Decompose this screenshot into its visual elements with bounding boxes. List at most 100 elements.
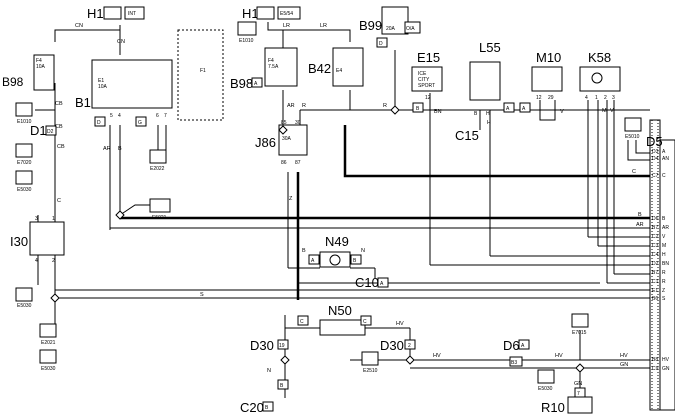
svg-text:N: N <box>267 368 271 374</box>
d30-left-component: D30 19 B <box>250 338 289 390</box>
svg-text:4: 4 <box>585 95 588 101</box>
svg-text:B: B <box>416 106 420 112</box>
b42-component: B42 E4 <box>308 47 364 87</box>
svg-text:HV: HV <box>662 357 670 363</box>
svg-text:M: M <box>602 108 607 114</box>
svg-text:LR: LR <box>283 23 290 29</box>
d5-component: E5010 D5 <box>624 117 663 149</box>
svg-text:CB: CB <box>55 124 63 130</box>
svg-text:C20: C20 <box>240 400 264 415</box>
svg-text:BN: BN <box>662 261 669 267</box>
svg-text:E4: E4 <box>336 68 342 74</box>
svg-text:19: 19 <box>279 343 285 349</box>
b98-mid-component: B98 A F4 7.5A <box>230 47 298 91</box>
n49-component: N49 A B <box>308 234 362 268</box>
svg-text:CN: CN <box>75 23 83 29</box>
e5030-c-component: E5030 <box>39 349 57 372</box>
svg-text:V: V <box>560 109 564 115</box>
svg-text:AN: AN <box>662 156 669 162</box>
svg-text:D6: D6 <box>652 216 659 222</box>
svg-text:C7: C7 <box>652 173 659 179</box>
svg-text:M: M <box>662 243 666 249</box>
svg-text:D4: D4 <box>652 156 659 162</box>
svg-text:INT: INT <box>128 11 136 17</box>
svg-text:B: B <box>302 248 306 254</box>
svg-text:SPORT: SPORT <box>418 83 435 89</box>
c10-component: C10 A <box>355 275 389 290</box>
svg-text:12: 12 <box>425 95 431 101</box>
svg-text:B8: B8 <box>652 357 658 363</box>
svg-text:J86: J86 <box>255 135 276 150</box>
svg-text:30A: 30A <box>282 136 292 142</box>
svg-text:A: A <box>506 106 510 112</box>
svg-text:E7015: E7015 <box>572 330 587 336</box>
svg-text:D: D <box>379 41 383 47</box>
svg-text:C2: C2 <box>652 234 659 240</box>
svg-text:GN: GN <box>662 366 670 372</box>
svg-text:R: R <box>662 279 666 285</box>
svg-text:HV: HV <box>396 321 404 327</box>
svg-text:B7: B7 <box>652 270 658 276</box>
svg-text:C3: C3 <box>652 243 659 249</box>
k58-component: K58 4 1 2 3 M V <box>579 50 621 114</box>
e5030-a-component: E5030 <box>15 170 33 193</box>
b1-component: B1 E1 10A D 5 4 G 6 7 F1 <box>75 29 224 127</box>
svg-text:2: 2 <box>52 258 55 264</box>
svg-text:B98: B98 <box>2 75 24 89</box>
svg-text:N49: N49 <box>325 234 349 249</box>
svg-text:HV: HV <box>555 353 563 359</box>
e15-component: E15 ICE CITY SPORT 12 B BN <box>411 50 443 115</box>
svg-text:A: A <box>254 81 258 87</box>
svg-text:M10: M10 <box>536 50 561 65</box>
svg-text:A: A <box>380 281 384 287</box>
svg-text:6: 6 <box>156 113 159 119</box>
svg-text:D1: D1 <box>30 123 47 138</box>
svg-text:Z: Z <box>662 288 665 294</box>
d1-component: D1 D2 <box>30 123 57 138</box>
svg-text:H1: H1 <box>87 6 104 21</box>
svg-text:2: 2 <box>408 343 411 349</box>
svg-text:E1010: E1010 <box>239 38 254 44</box>
svg-text:N50: N50 <box>328 303 352 318</box>
bus-row-b5: B8 HV <box>652 357 670 363</box>
svg-text:B3: B3 <box>511 360 517 366</box>
svg-text:7: 7 <box>577 391 580 397</box>
e2021-component: E2021 <box>39 323 57 346</box>
svg-text:B42: B42 <box>308 61 331 76</box>
h1-e5-component: H1 E5/54 <box>242 6 301 21</box>
svg-text:E7020: E7020 <box>17 160 32 166</box>
svg-text:20A: 20A <box>386 26 396 32</box>
e2510-component: E2510 <box>361 351 379 374</box>
h1-int-component: H1 INT <box>87 6 145 21</box>
svg-text:C9: C9 <box>652 366 659 372</box>
svg-text:F1: F1 <box>200 68 206 74</box>
svg-text:A: A <box>311 258 315 264</box>
svg-text:CB: CB <box>57 144 65 150</box>
svg-text:D2: D2 <box>47 129 54 135</box>
e7020-component: E7020 <box>15 143 33 166</box>
i30-component: I30 3 1 4 2 <box>10 216 65 264</box>
svg-text:1: 1 <box>595 95 598 101</box>
svg-text:G: G <box>138 120 142 126</box>
svg-text:E5021: E5021 <box>152 215 167 221</box>
svg-text:C: C <box>57 198 61 204</box>
svg-text:R10: R10 <box>541 400 565 415</box>
svg-text:V: V <box>610 108 614 114</box>
svg-text:B: B <box>265 405 269 411</box>
l55-component: L55 B H A C15 <box>455 40 515 143</box>
svg-text:H: H <box>486 111 490 117</box>
svg-text:GN: GN <box>574 381 582 387</box>
connector-bus <box>649 119 675 411</box>
svg-text:3: 3 <box>35 216 38 222</box>
